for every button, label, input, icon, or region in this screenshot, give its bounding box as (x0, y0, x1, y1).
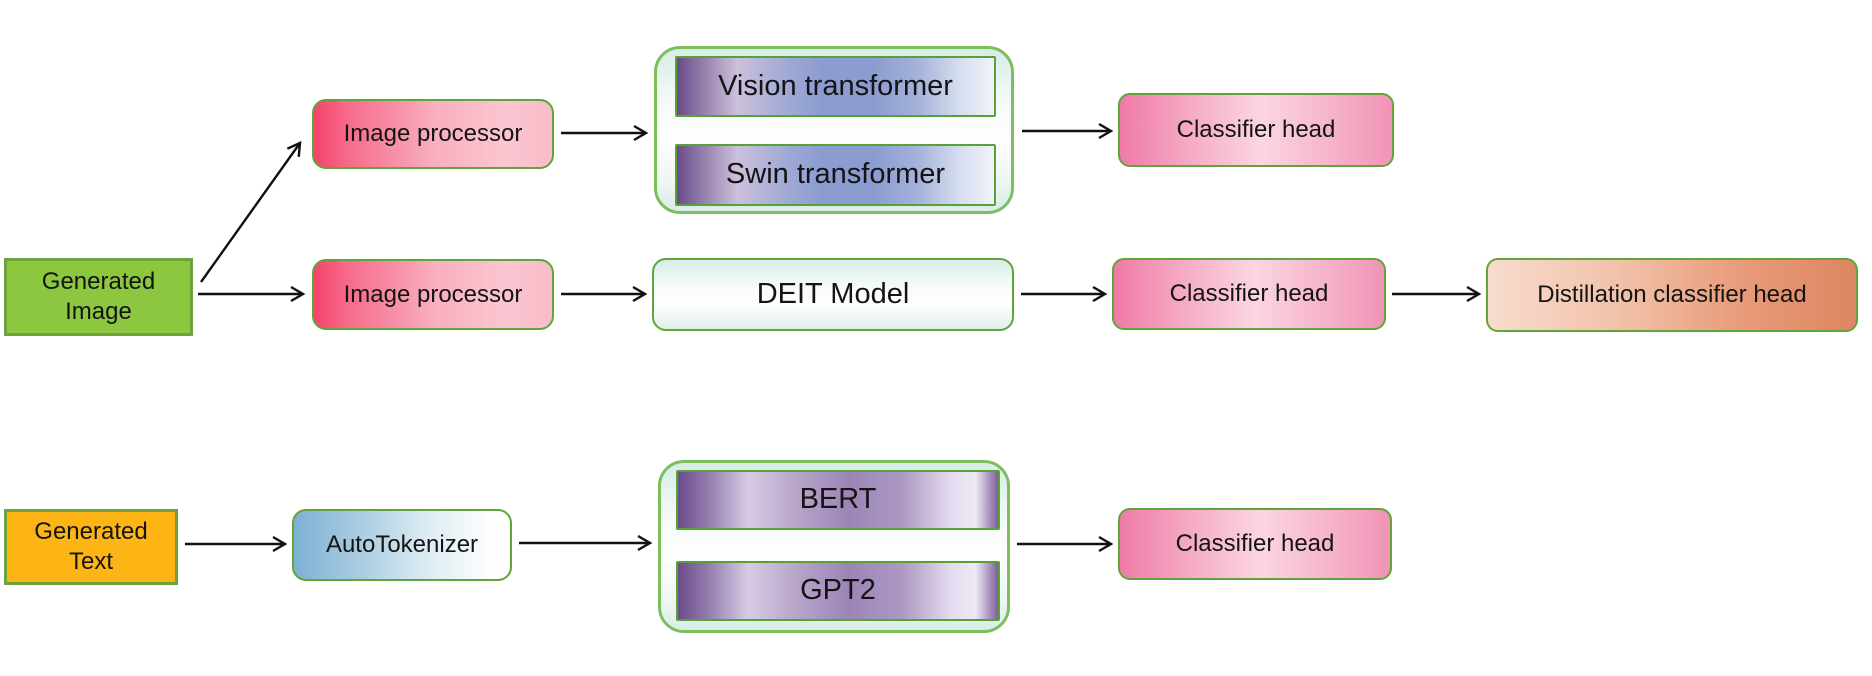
deit-model-node: DEIT Model (652, 258, 1014, 331)
distillation-classifier-head-node: Distillation classifier head (1486, 258, 1858, 332)
classifier-head-bottom-node: Classifier head (1118, 508, 1392, 580)
swin-transformer-node: Swin transformer (675, 144, 996, 206)
generated-text-node: Generated Text (4, 509, 178, 585)
generated-image-node: Generated Image (4, 258, 193, 336)
gpt2-node: GPT2 (676, 561, 1000, 621)
image-processor-mid-node: Image processor (312, 259, 554, 330)
generated-text-label: Generated Text (34, 518, 148, 575)
classifier-head-top-node: Classifier head (1118, 93, 1394, 167)
autotokenizer-node: AutoTokenizer (292, 509, 512, 581)
bert-node: BERT (676, 470, 1000, 530)
vision-transformer-node: Vision transformer (675, 56, 996, 117)
arrow-generated-image-to-image-processor-top (200, 141, 302, 283)
classifier-head-mid-node: Classifier head (1112, 258, 1386, 330)
generated-image-label: Generated Image (41, 268, 156, 325)
image-processor-top-node: Image processor (312, 99, 554, 169)
